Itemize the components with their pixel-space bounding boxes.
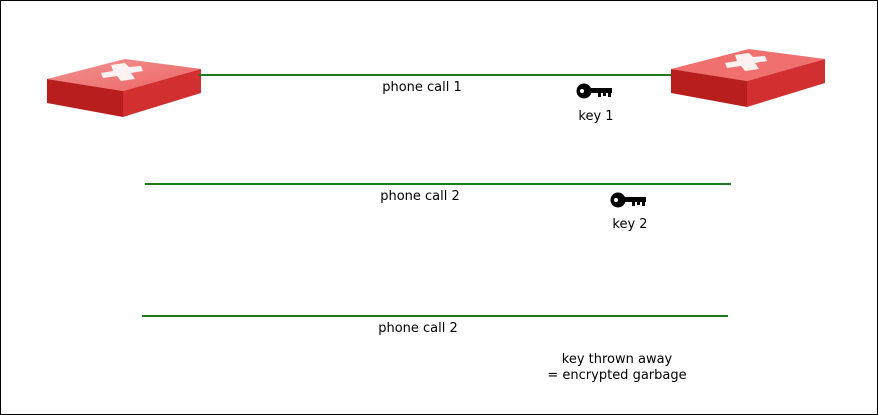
phone-call-3-label: phone call 2 [378, 321, 458, 336]
key-2-label: key 2 [612, 217, 648, 232]
key-thrown-away-note: key thrown away [561, 352, 673, 367]
phone-call-1-label: phone call 1 [382, 80, 462, 95]
phone-call-2-line [145, 183, 731, 185]
left-device-icon [45, 51, 203, 129]
encrypted-garbage-note: = encrypted garbage [547, 368, 687, 383]
key-1-label: key 1 [578, 109, 614, 124]
phone-call-2-label: phone call 2 [380, 189, 460, 204]
phone-call-1-line [199, 74, 673, 76]
key-2-icon [610, 190, 648, 214]
right-device-icon [669, 41, 827, 119]
key-1-icon [576, 81, 614, 105]
phone-call-3-line [142, 315, 728, 317]
